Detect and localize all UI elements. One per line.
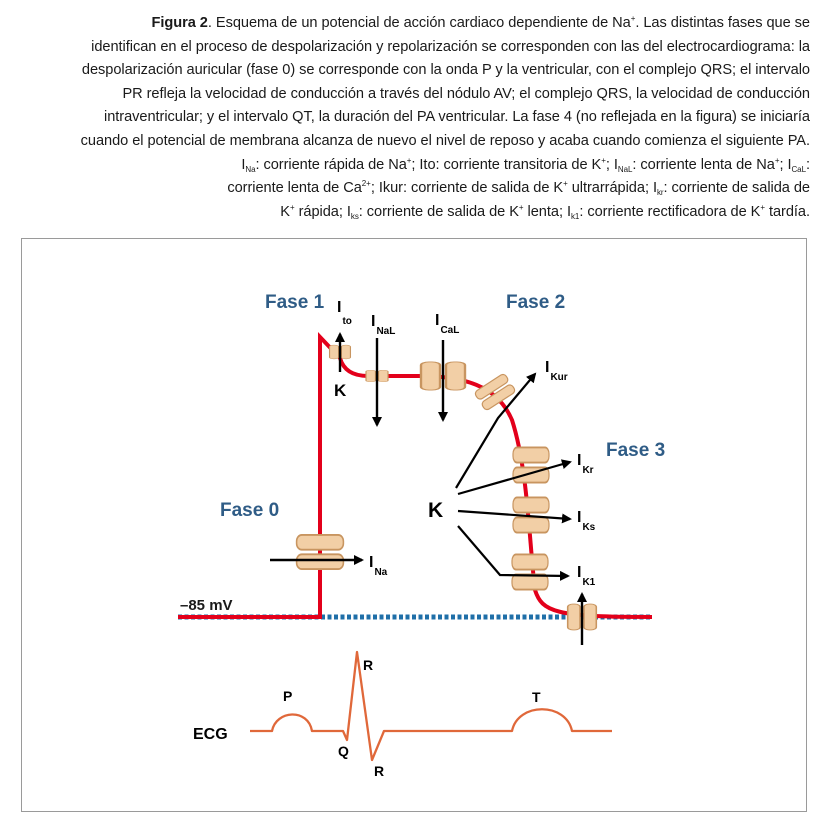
ecg-r-peak-label: R (363, 657, 373, 673)
current-label-inal: INaL (371, 313, 395, 337)
figure-caption: Figura 2. Esquema de un potencial de acc… (14, 12, 810, 224)
caption-line-6: cuando el potencial de membrana alcanza … (80, 132, 810, 149)
caption-line-4: PR refleja la velocidad de conducción a … (122, 85, 810, 102)
diagram-frame (21, 238, 807, 812)
ecg-t-wave-label: T (532, 689, 541, 705)
resting-potential-label: –85 mV (180, 597, 233, 614)
action-potential-trace (178, 332, 653, 619)
phase-1-label: Fase 1 (265, 292, 325, 313)
current-label-iks: IKs (577, 509, 596, 533)
arrow-k-iks (457, 509, 572, 524)
phase-0-label: Fase 0 (220, 500, 279, 521)
current-label-ina: INa (369, 554, 388, 578)
caption-line-8: corriente lenta de Ca2+; Ikur: corriente… (227, 179, 810, 198)
ecg-label: ECG (193, 726, 228, 743)
current-label-ito: Ito (337, 299, 352, 327)
caption-line-2: identifican en el proceso de despolariza… (91, 38, 810, 55)
arrow-k-ikur (455, 372, 537, 489)
ecg-trace (250, 650, 612, 762)
caption-line-9: K+ rápida; Iks: corriente de salida de K… (280, 202, 810, 221)
ecg-p-wave-label: P (283, 688, 292, 704)
current-label-ikur: IKur (545, 359, 568, 383)
potassium-label-phase1: K (334, 381, 347, 400)
ecg-r-bottom-label: R (374, 763, 384, 779)
current-label-ical: ICaL (435, 312, 459, 336)
caption-line-3: despolarización auricular (fase 0) se co… (81, 62, 810, 79)
arrow-k-ikr (457, 459, 572, 496)
channel-ik1 (511, 553, 549, 591)
ecg-q-label: Q (338, 743, 349, 759)
current-label-ik1: IK1 (577, 564, 596, 588)
arrow-k-ik1 (457, 525, 570, 581)
caption-line-5: intraventricular; y el intervalo QT, la … (104, 109, 810, 126)
caption-line-1: Figura 2. Esquema de un potencial de acc… (151, 14, 811, 32)
potassium-label-repolarization: K (428, 499, 443, 522)
caption-line-7: INa: corriente rápida de Na+; Ito: corri… (241, 155, 810, 174)
caption-figure-label: Figura 2 (151, 15, 208, 31)
phase-2-label: Fase 2 (506, 292, 565, 313)
current-label-ikr: IKr (577, 452, 594, 476)
phase-3-label: Fase 3 (606, 440, 665, 461)
